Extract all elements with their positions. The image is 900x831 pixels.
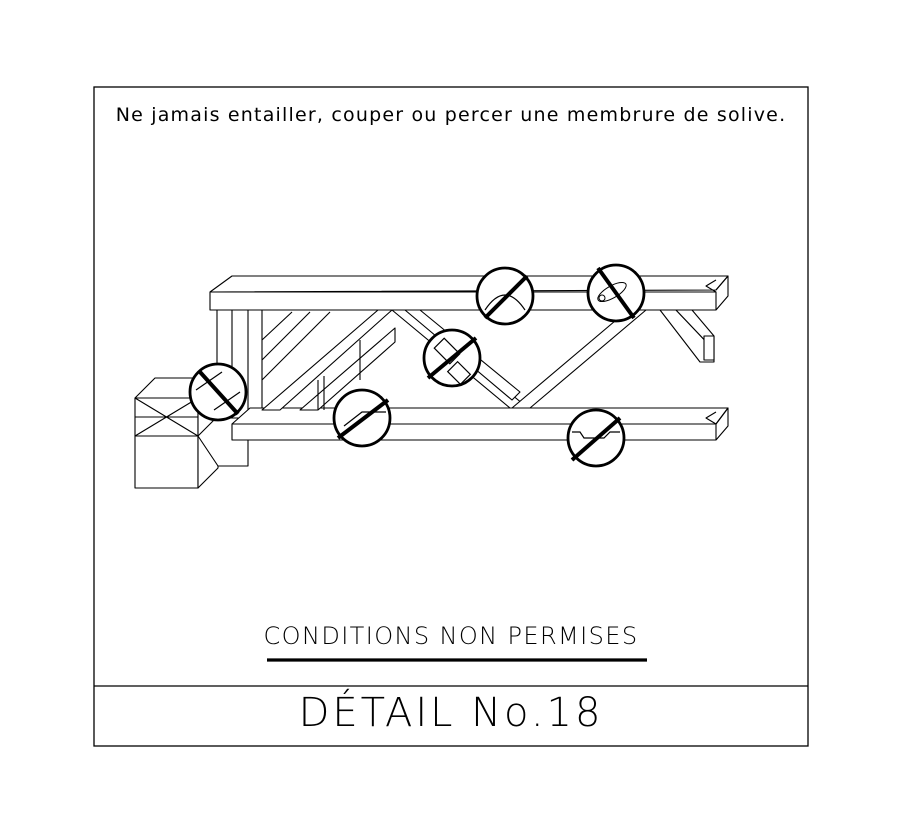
prohibition-symbols [188,263,646,468]
prohibited-notch-icon-bottom-groove [566,408,626,468]
top-chord [209,275,729,311]
instruction-note: Ne jamais entailler, couper ou percer un… [115,104,787,126]
drawing-frame [93,86,809,747]
prohibited-cut-icon-web [422,328,482,388]
prohibited-notch-icon-top-chord [475,266,535,326]
web-members [261,309,715,411]
conditions-heading: CONDITIONS NON PERMISES [263,622,639,650]
detail-number-label: DÉTAIL No.18 [298,690,604,736]
bottom-chord [231,407,729,441]
prohibited-drill-icon-top-chord [586,263,646,323]
prohibited-cut-icon-bearing [188,362,248,422]
prohibited-notch-icon-bottom-chord [332,388,392,448]
